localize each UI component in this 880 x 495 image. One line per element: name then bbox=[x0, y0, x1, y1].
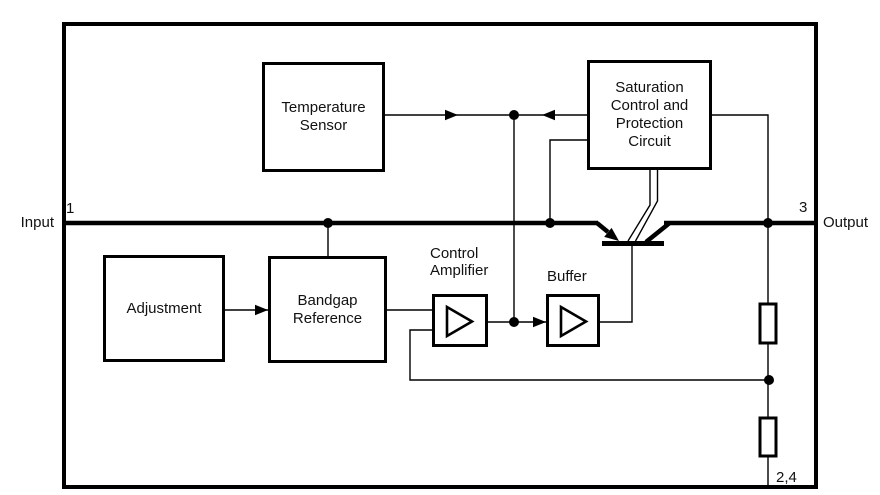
adjustment-label: Adjustment bbox=[126, 299, 202, 317]
control-amplifier-triangle-icon bbox=[445, 304, 475, 339]
junction-dot-output bbox=[763, 218, 773, 228]
junction-dot-sense-node bbox=[509, 110, 519, 120]
adjustment-arrowhead-icon bbox=[255, 304, 268, 316]
input-pin-number: 1 bbox=[66, 200, 75, 217]
saturation-control-block: Saturation Control and Protection Circui… bbox=[587, 60, 712, 170]
junction-dot-amp-output bbox=[509, 317, 519, 327]
control-amplifier-caption: Control Amplifier bbox=[430, 245, 489, 279]
saturation-output-sense-wire bbox=[712, 114, 769, 223]
bandgap-reference-block: Bandgap Reference bbox=[268, 256, 387, 363]
saturation-control-label: Saturation Control and Protection Circui… bbox=[610, 79, 689, 150]
saturation-drive-line-2 bbox=[634, 170, 659, 242]
temperature-sensor-label: Temperature Sensor bbox=[281, 99, 366, 134]
ground-pins-label: 2,4 bbox=[776, 469, 797, 486]
saturation-drive-line-1 bbox=[627, 170, 651, 242]
temp-sensor-arrowhead-icon bbox=[445, 109, 458, 121]
buffer-output-wire bbox=[600, 245, 633, 323]
saturation-arrowhead-icon bbox=[542, 109, 555, 121]
device-outline bbox=[62, 22, 818, 489]
pass-transistor bbox=[595, 221, 671, 246]
feedback-wire bbox=[409, 329, 769, 381]
transistor-emitter-arrowhead-icon bbox=[604, 227, 619, 241]
adjustment-block: Adjustment bbox=[103, 255, 225, 362]
input-label: Input bbox=[20, 214, 54, 231]
transistor-collector-line bbox=[644, 221, 671, 244]
resistor-bottom-icon bbox=[758, 416, 778, 458]
output-pin-number: 3 bbox=[799, 199, 808, 216]
resistor-top-icon bbox=[758, 302, 778, 345]
control-amplifier-block bbox=[432, 294, 488, 347]
buffer-input-arrowhead-icon bbox=[533, 316, 546, 328]
buffer-block bbox=[546, 294, 600, 347]
junction-dot-feedback bbox=[764, 375, 774, 385]
buffer-triangle-icon bbox=[559, 304, 589, 339]
junction-dot-bandgap-tap bbox=[323, 218, 333, 228]
bandgap-reference-label: Bandgap Reference bbox=[292, 291, 363, 327]
temperature-sensor-block: Temperature Sensor bbox=[262, 62, 385, 172]
output-label: Output bbox=[823, 214, 869, 231]
transistor-emitter-line bbox=[595, 221, 610, 234]
buffer-caption: Buffer bbox=[547, 268, 587, 285]
saturation-input-sense-wire bbox=[549, 139, 587, 223]
junction-dot-saturation-input bbox=[545, 218, 555, 228]
